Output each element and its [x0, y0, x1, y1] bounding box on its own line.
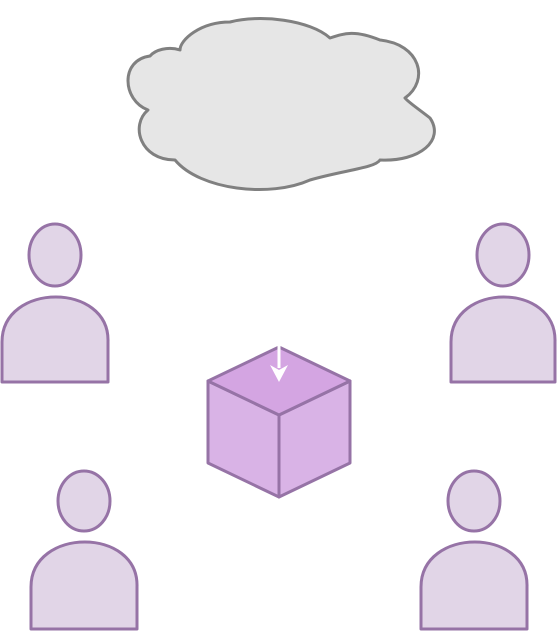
- down-arrow-icon: [270, 340, 288, 382]
- user-icon: [419, 469, 529, 631]
- user-icon: [29, 469, 139, 631]
- user-icon: [449, 222, 557, 384]
- user-icon: [0, 222, 110, 384]
- cloud-icon: [126, 17, 436, 191]
- cube-icon: [206, 340, 352, 499]
